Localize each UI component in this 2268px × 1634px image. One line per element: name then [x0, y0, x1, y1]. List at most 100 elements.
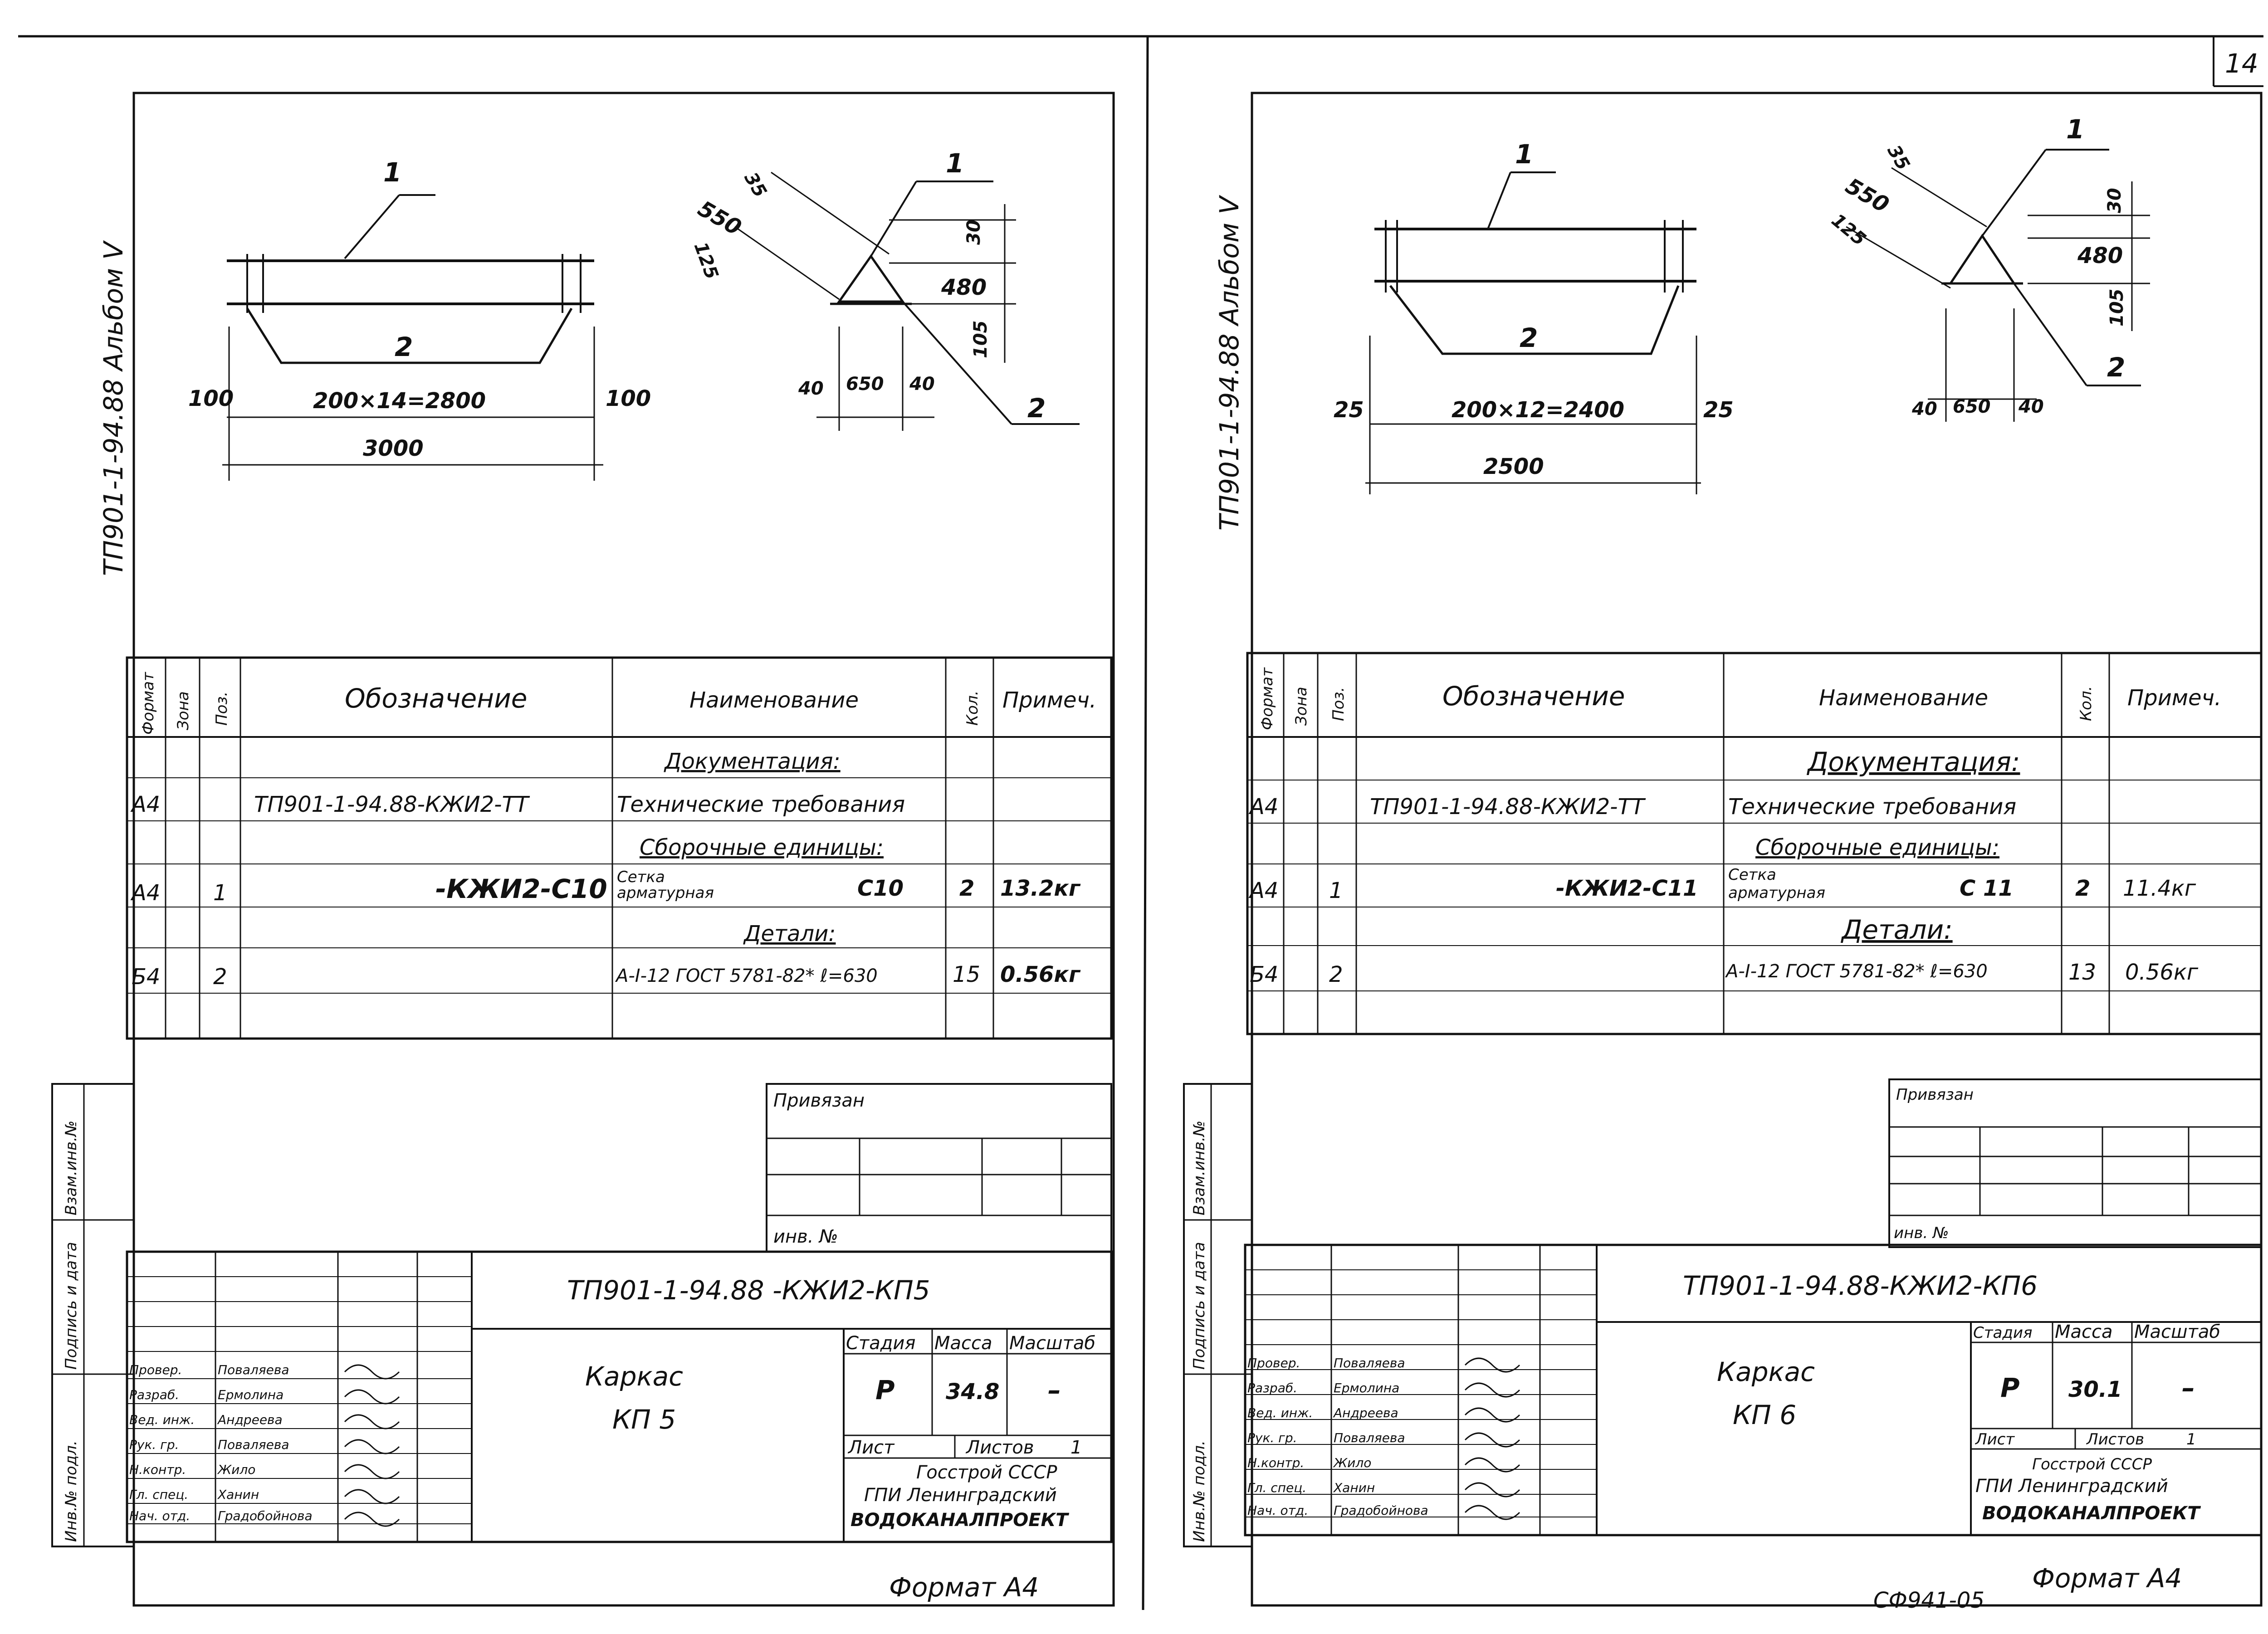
row2-designation: -КЖИ2-С11	[1556, 876, 1698, 901]
col-note: Примеч.	[2127, 685, 2221, 711]
col-format: Формат	[139, 672, 157, 735]
col-pos: Поз.	[213, 692, 231, 726]
doc-code: ТП901-1-94.88-КЖИ2-КП6	[1683, 1270, 2038, 1301]
sheets-count: 1	[2186, 1430, 2196, 1449]
row2-format: А4	[130, 880, 160, 906]
person-name-4: Поваляева	[218, 1437, 289, 1452]
stage-label: Стадия	[1973, 1324, 2032, 1342]
person-role-1: Провер.	[1247, 1356, 1300, 1371]
row2-name-code: С10	[857, 876, 904, 901]
format-note: Формат А4	[2032, 1563, 2182, 1594]
dim-left: 100	[188, 386, 234, 411]
signature-mark	[344, 1414, 400, 1429]
side-dim-40a: 40	[1911, 399, 1937, 419]
row1-format: А4	[130, 792, 160, 817]
side-leader-2: 2	[2107, 352, 2125, 383]
side-leader-1: 1	[2066, 114, 2084, 145]
org-line2: ГПИ Ленинградский	[864, 1485, 1057, 1506]
side-dim-650: 650	[846, 374, 884, 395]
person-role-4: Рук. гр.	[129, 1437, 179, 1452]
sheet-label: Лист	[847, 1437, 895, 1458]
row3-qty: 13	[2068, 960, 2096, 985]
format-note: Формат А4	[889, 1572, 1039, 1603]
scale-label: Масштаб	[1009, 1333, 1095, 1354]
row3-format: Б4	[132, 964, 160, 990]
sheets-label: Листов	[965, 1437, 1034, 1458]
side-dim-40b: 40	[909, 374, 935, 395]
col-name: Наименование	[1819, 685, 1988, 711]
side-leader-2: 2	[1027, 393, 1046, 424]
vzam-label: Взам.инв.№	[1190, 1121, 1208, 1215]
person-name-2: Ермолина	[218, 1387, 284, 1402]
row2-name-code: С 11	[1960, 876, 2014, 901]
section-docs: Документация:	[1806, 746, 2020, 777]
row3-format: Б4	[1250, 962, 1278, 987]
privyazan-label: Привязан	[1896, 1086, 1974, 1104]
signature-mark	[344, 1512, 400, 1527]
row2-designation: -КЖИ2-С10	[435, 873, 607, 904]
sheet-frame	[132, 92, 1115, 1607]
sheets-count: 1	[1070, 1437, 1082, 1458]
col-pos: Поз.	[1330, 687, 1348, 721]
dim-span: 200×14=2800	[313, 388, 486, 414]
front-leader-1: 1	[383, 157, 401, 188]
row2-pos: 1	[213, 880, 227, 906]
side-dim-125: 125	[690, 239, 723, 282]
dim-left: 25	[1334, 397, 1364, 423]
sheets-label: Листов	[2086, 1430, 2144, 1449]
scale-label: Масштаб	[2134, 1322, 2220, 1342]
row2-format: А4	[1248, 878, 1278, 903]
dim-total: 2500	[1483, 454, 1544, 479]
dim-total: 3000	[363, 436, 424, 461]
side-stamp: Взам.инв.№ Подпись и дата Инв.№ подл.	[1183, 1083, 1253, 1547]
mass-label: Масса	[934, 1333, 992, 1354]
front-view: 1 2 200×14=2800 3000 100 100	[188, 157, 651, 481]
side-dim-105: 105	[2107, 289, 2127, 327]
title-line1: Каркас	[585, 1361, 683, 1392]
sheet-label: Лист	[1975, 1430, 2015, 1449]
album-label: ТП901-1-94.88 Альбом V	[1214, 195, 1245, 531]
person-role-3: Вед. инж.	[129, 1412, 195, 1427]
section-assembly: Сборочные единицы:	[640, 835, 884, 860]
dim-right: 25	[1703, 397, 1734, 423]
col-zone: Зона	[1292, 687, 1310, 726]
signature-mark	[1464, 1432, 1520, 1448]
podpis-label: Подпись и дата	[62, 1242, 80, 1370]
section-details: Детали:	[743, 921, 836, 946]
stage-label: Стадия	[846, 1333, 915, 1354]
person-role-6: Гл. спец.	[1247, 1480, 1306, 1495]
inv-podl-label: Инв.№ подл.	[1190, 1440, 1208, 1542]
sheet-kp5: ТП901-1-94.88 Альбом V Взам.инв.№ Подпис…	[51, 92, 1115, 1607]
row2-name-top: Сетка	[1728, 866, 1776, 884]
side-dim-550: 550	[694, 196, 746, 241]
person-role-5: Н.контр.	[129, 1462, 186, 1477]
side-dim-40a: 40	[798, 378, 824, 399]
row2-name-top: Сетка	[617, 868, 665, 886]
signature-mark	[344, 1439, 400, 1454]
person-role-6: Гл. спец.	[129, 1487, 188, 1502]
stage-value: Р	[875, 1375, 895, 1405]
side-dim-30: 30	[2104, 188, 2125, 213]
person-role-1: Провер.	[129, 1362, 182, 1377]
side-leader-1: 1	[946, 148, 964, 179]
signature-mark	[344, 1389, 400, 1405]
col-name: Наименование	[689, 688, 859, 713]
side-dim-550: 550	[1841, 173, 1893, 218]
title-line1: Каркас	[1717, 1356, 1815, 1387]
row1-name: Технические требования	[617, 792, 905, 817]
privyazan-block: Привязан инв. №	[766, 1083, 1112, 1253]
side-dim-650: 650	[1953, 396, 1991, 417]
doc-code: ТП901-1-94.88 -КЖИ2-КП5	[567, 1275, 930, 1306]
stamp-code: СФ941-05	[1873, 1588, 1984, 1613]
mass-value: 30.1	[2068, 1377, 2122, 1402]
signature-mark	[1464, 1457, 1520, 1473]
row1-name: Технические требования	[1728, 794, 2016, 819]
dim-span: 200×12=2400	[1452, 397, 1624, 423]
front-leader-2: 2	[1520, 322, 1538, 353]
row2-note: 13.2кг	[1000, 876, 1081, 901]
signature-mark	[1464, 1482, 1520, 1497]
title-block: ТП901-1-94.88 -КЖИ2-КП5 Каркас КП 5 Стад…	[126, 1250, 1113, 1543]
row2-qty: 2	[2075, 876, 2090, 901]
mass-label: Масса	[2055, 1322, 2113, 1342]
person-name-3: Андреева	[217, 1412, 283, 1427]
